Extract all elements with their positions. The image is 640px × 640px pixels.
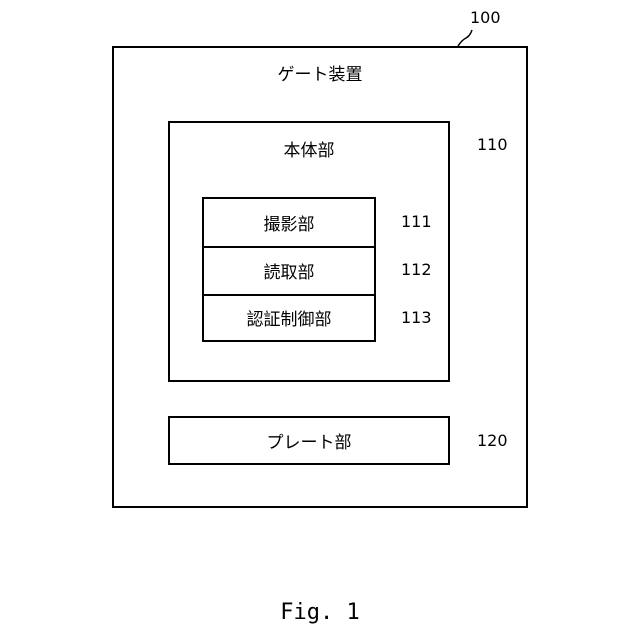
reading-unit: 読取部 bbox=[204, 247, 374, 296]
imaging-unit: 撮影部 bbox=[204, 199, 374, 248]
plate-box: プレート部 bbox=[168, 416, 450, 465]
ref-112: 112 bbox=[401, 260, 432, 279]
figure-caption: Fig. 1 bbox=[0, 600, 640, 625]
plate-label: プレート部 bbox=[267, 428, 352, 453]
imaging-unit-label: 撮影部 bbox=[264, 210, 315, 235]
unit-stack: 撮影部 読取部 認証制御部 bbox=[202, 197, 376, 342]
auth-control-unit-label: 認証制御部 bbox=[247, 305, 332, 330]
leader-100 bbox=[458, 30, 472, 46]
main-body-label: 本体部 bbox=[170, 136, 448, 161]
ref-113: 113 bbox=[401, 308, 432, 327]
auth-control-unit: 認証制御部 bbox=[204, 295, 374, 340]
ref-120: 120 bbox=[477, 431, 508, 450]
gate-device-label: ゲート装置 bbox=[114, 60, 526, 85]
reading-unit-label: 読取部 bbox=[264, 258, 315, 283]
ref-110: 110 bbox=[477, 135, 508, 154]
ref-100: 100 bbox=[470, 8, 501, 27]
ref-111: 111 bbox=[401, 212, 432, 231]
plate-cell: プレート部 bbox=[170, 418, 448, 463]
